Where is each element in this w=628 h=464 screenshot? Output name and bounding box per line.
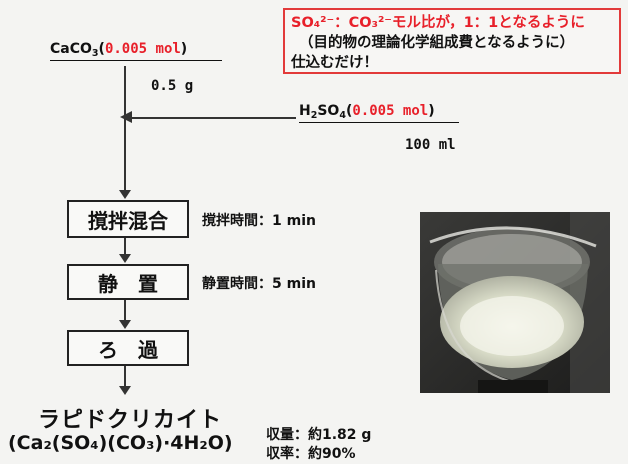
step-box-filtration: ろ 過 (67, 330, 189, 366)
caco3-subscript: 3 (91, 48, 99, 59)
h2so4-feed-line (130, 117, 296, 119)
step-standing-label: 静 置 (98, 271, 158, 296)
arrow-to-standing (119, 254, 131, 263)
flow-line-3 (124, 300, 126, 322)
flow-line-2 (124, 238, 126, 256)
arrow-to-mix (119, 190, 131, 199)
h2so4-volume: 100 ml (405, 137, 456, 153)
note-line-2: （目的物の理論化学組成費となるように） (299, 35, 575, 51)
molar-ratio-note: SO₄²⁻：CO₃²⁻モル比が，1：1となるように （目的物の理論化学組成費とな… (283, 8, 621, 74)
beaker-illustration (420, 212, 610, 393)
step-box-mixing: 撹拌混合 (67, 200, 189, 238)
product-formula: (Ca₂(SO₄)(CO₃)·4H₂O) (8, 432, 233, 454)
yield-rate: 収率：約90% (266, 446, 356, 462)
step-box-standing: 静 置 (67, 264, 189, 300)
arrow-to-product (119, 386, 131, 395)
step-mixing-label: 撹拌混合 (88, 208, 168, 233)
reagent-caco3-label: CaCO3(0.005 mol) (50, 41, 222, 61)
flow-line-4 (124, 366, 126, 388)
note-line-3: 仕込むだけ！ (291, 55, 378, 71)
yield-amount: 収量：約1.82 g (266, 427, 372, 443)
h2so4-formula-a: H (299, 103, 311, 119)
reagent-h2so4-label: H2SO4(0.005 mol) (299, 103, 459, 123)
h2so4-sub-a: 2 (310, 110, 318, 121)
arrow-to-filtration (119, 320, 131, 329)
beaker-photo (420, 212, 610, 393)
caco3-formula: CaCO (50, 41, 92, 57)
caco3-amount: 0.005 mol (104, 41, 181, 57)
note-line-1: SO₄²⁻：CO₃²⁻モル比が，1：1となるように (291, 15, 585, 31)
step-filtration-label: ろ 過 (98, 337, 158, 362)
feed-arrowhead (120, 111, 132, 123)
standing-time-note: 静置時間：5 min (202, 276, 316, 292)
caco3-mass: 0.5 g (151, 78, 194, 94)
mixing-time-note: 撹拌時間：1 min (202, 213, 316, 229)
h2so4-amount: 0.005 mol (352, 103, 429, 119)
main-flow-line-top (124, 66, 126, 192)
product-name: ラピドクリカイト (38, 408, 223, 433)
h2so4-sub-b: 4 (339, 110, 346, 121)
h2so4-formula-b: SO (317, 103, 340, 119)
